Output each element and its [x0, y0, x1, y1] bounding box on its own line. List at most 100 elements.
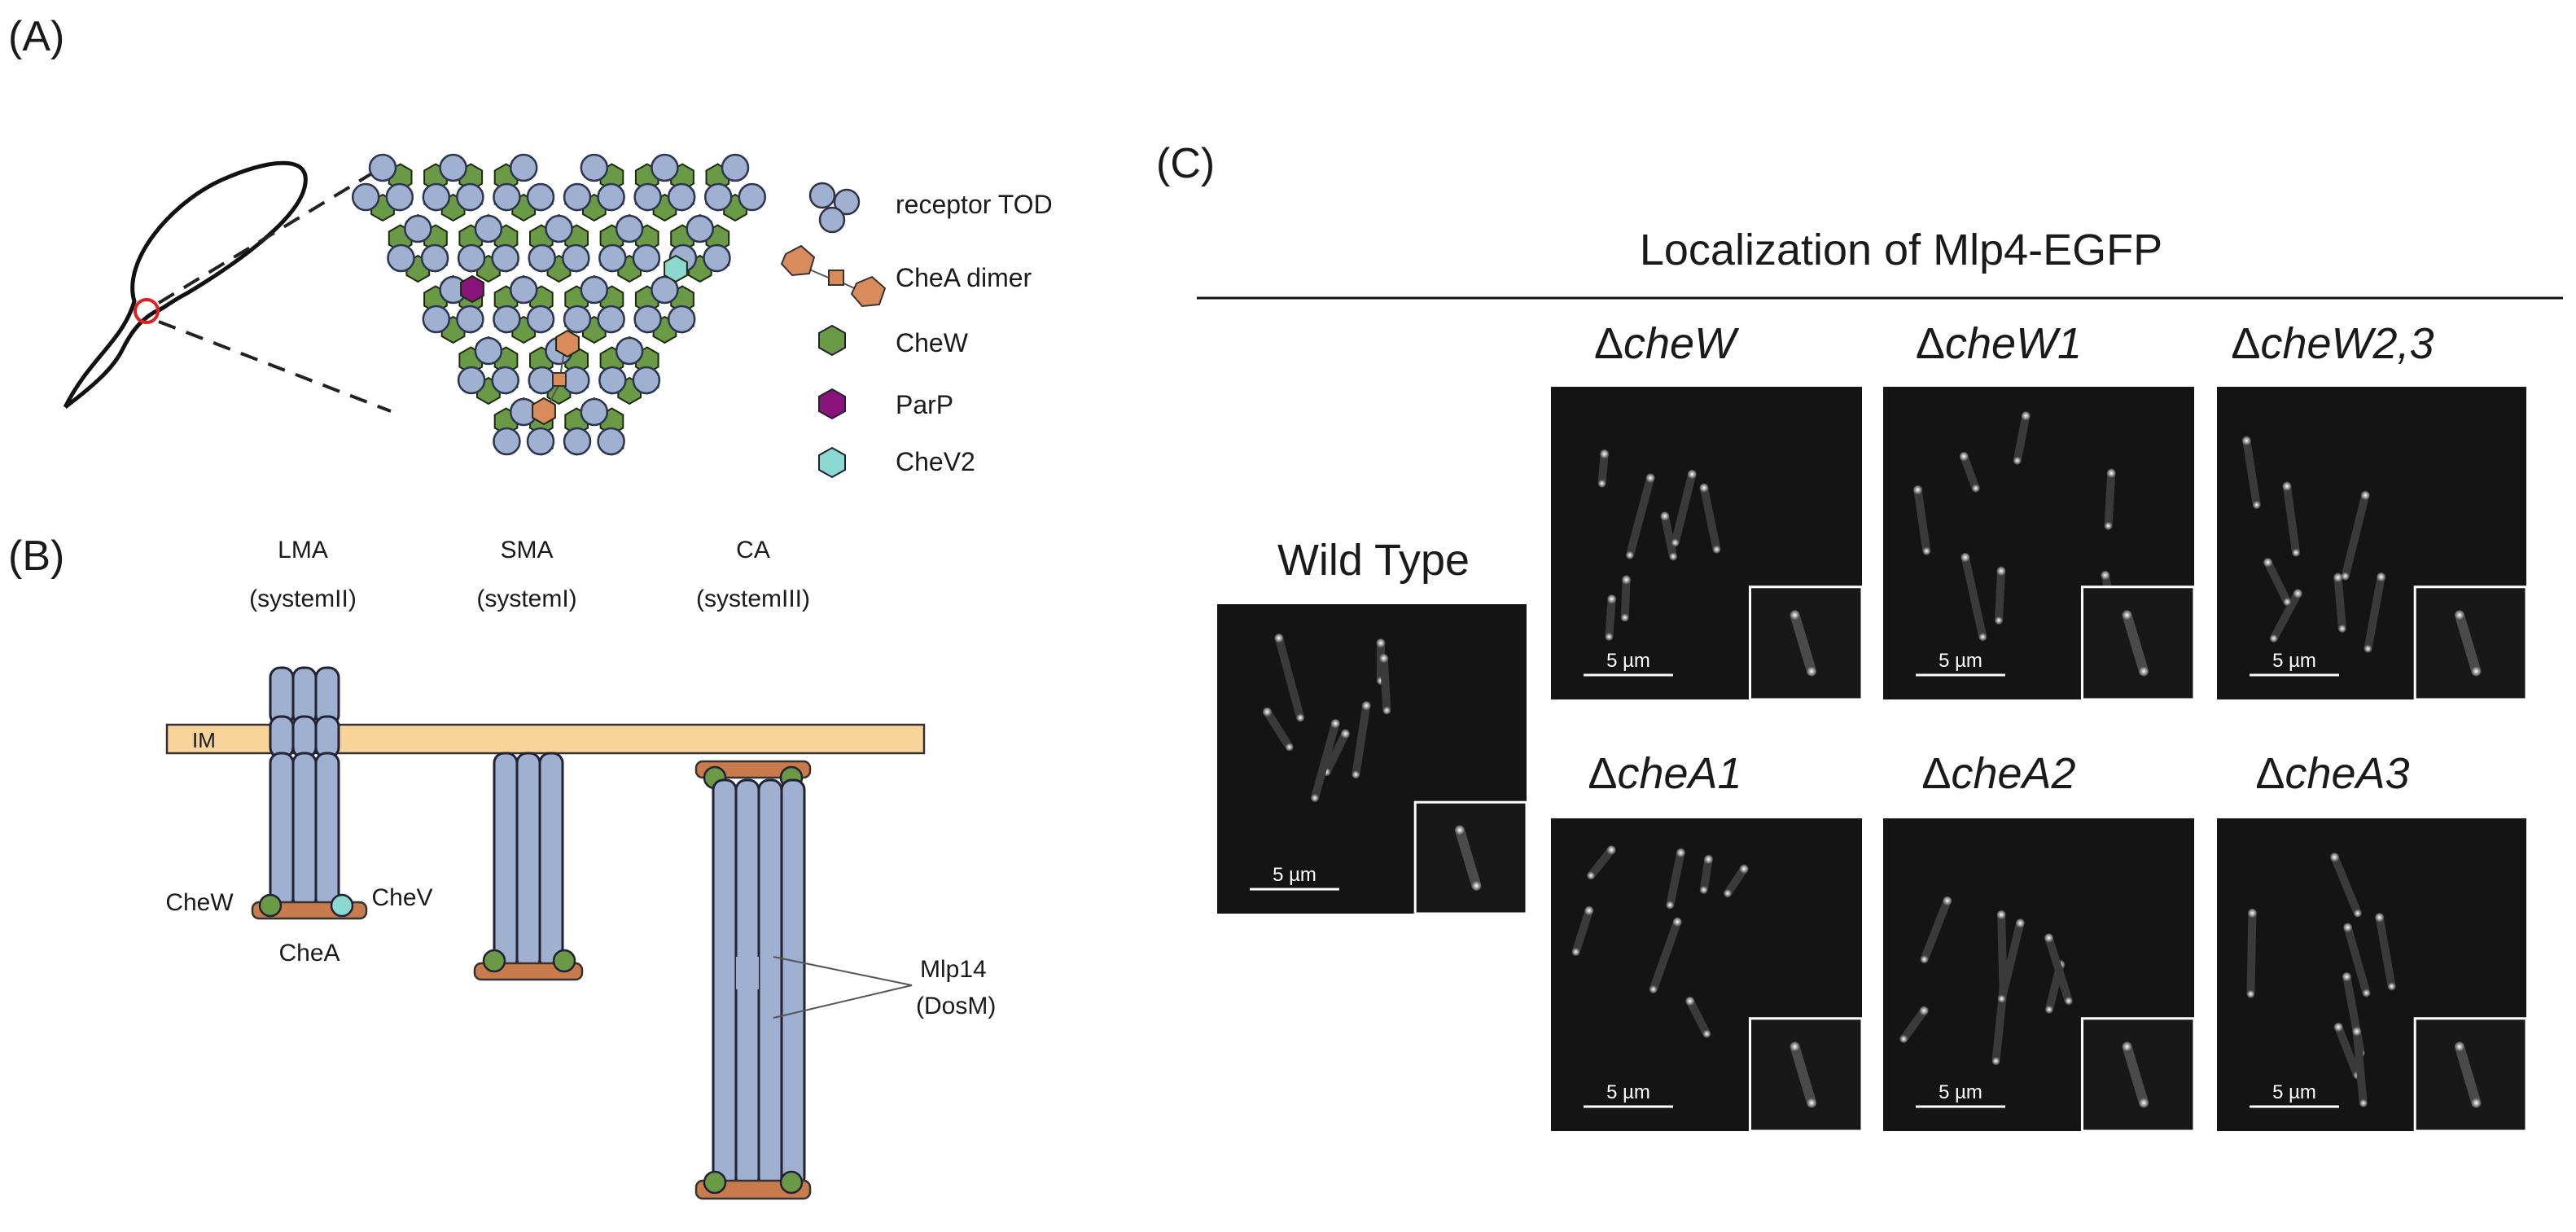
lma-chev-dot — [330, 893, 354, 918]
fluorescent-spot — [1699, 885, 1708, 894]
fluorescent-spot — [1621, 574, 1632, 585]
fluorescent-spot — [2374, 912, 2385, 923]
chemoreceptor-lattice — [351, 153, 767, 456]
fluorescent-spot — [1606, 844, 1617, 855]
fluorescent-spot — [1669, 552, 1678, 561]
receptor-circle — [633, 182, 662, 212]
delta-symbol: Δ — [2231, 319, 2260, 368]
cell — [1723, 864, 1749, 898]
delta-symbol: Δ — [1916, 319, 1945, 368]
fluorescent-spot — [1571, 947, 1580, 956]
receptor-circle — [509, 153, 538, 182]
cell — [2269, 589, 2302, 642]
micrograph-chew2-3: 5 µm — [2217, 387, 2528, 701]
fluorescent-spot — [1382, 706, 1391, 715]
fluorescent-spot — [1649, 984, 1658, 993]
mutant-label: ΔcheW2,3 — [2231, 319, 2434, 368]
receptor-circle — [580, 275, 609, 305]
fluorescent-spot — [1361, 700, 1372, 711]
fluorescent-spot — [2044, 1005, 2053, 1014]
fluorescent-spot — [1723, 889, 1732, 898]
fluorescent-spot — [2247, 908, 2258, 919]
inset-cell — [2122, 1041, 2149, 1108]
ca-receptor-array — [712, 778, 806, 1189]
cell — [2375, 913, 2396, 991]
fluorescent-spot — [1919, 1006, 1930, 1016]
legend-receptor-tod: receptor TOD — [896, 190, 1053, 219]
cell — [2242, 436, 2261, 509]
receptor-circle — [597, 182, 625, 212]
scale-bar-label: 5 µm — [2272, 650, 2316, 672]
inset-cell — [2122, 610, 2149, 677]
chev2-legend-hexagon-icon — [818, 446, 846, 479]
mlp14-pointer-lines — [773, 956, 913, 1019]
panel-b-label: (B) — [8, 533, 64, 580]
receptor-circle — [509, 275, 538, 305]
fluorescent-spot — [2106, 468, 2117, 479]
receptor-circle — [526, 427, 555, 456]
cell — [1671, 470, 1697, 547]
fluorescent-spot — [1687, 469, 1698, 480]
inset-cell — [2454, 610, 2482, 677]
cell — [1666, 848, 1685, 910]
scale-bar-label: 5 µm — [1606, 1081, 1650, 1103]
sma-chew-dot-left — [482, 949, 506, 973]
legend-chev2: CheV2 — [896, 447, 975, 476]
delta-symbol: Δ — [2255, 749, 2285, 798]
inset-spot — [1454, 825, 1465, 835]
gene-name: cheA3 — [2285, 749, 2409, 798]
fluorescent-spot — [1645, 472, 1656, 483]
chew-label: CheW — [165, 889, 234, 916]
fluorescent-spot — [1920, 955, 1929, 964]
ca-lower-chew-right — [779, 1170, 804, 1195]
inset-spot — [2122, 610, 2132, 620]
receptor-circle — [385, 182, 414, 212]
receptor-circle — [526, 182, 555, 212]
zoom-line-bottom — [158, 320, 392, 413]
fluorescent-spot — [2342, 922, 2353, 932]
fluorescent-spot — [2281, 481, 2292, 492]
fluorescent-spot — [2064, 997, 2073, 1006]
fluorescent-spot — [1620, 613, 1629, 622]
fluorescent-spot — [1712, 545, 1721, 554]
membrane-label: IM — [192, 728, 216, 752]
scale-bar-label: 5 µm — [1273, 864, 1316, 886]
receptor-circle — [632, 243, 661, 273]
fluorescent-spot — [1996, 910, 2007, 920]
parp-legend-hexagon-icon — [818, 388, 846, 420]
micrograph-chew1: 5 µm — [1883, 387, 2196, 701]
chea-dimer-icon — [780, 244, 887, 308]
delta-symbol: Δ — [1594, 319, 1623, 368]
gene-name: cheW1 — [1945, 319, 2082, 368]
panel-a: (A) receptor TOD CheA dimer — [8, 13, 1053, 479]
fluorescent-spot — [1899, 1034, 1908, 1043]
receptor-circle — [686, 214, 714, 243]
gene-name: cheA1 — [1617, 749, 1741, 798]
cell — [1960, 452, 1980, 493]
chea-square — [552, 372, 567, 387]
lma-receptor-array — [269, 666, 340, 726]
cell — [1597, 449, 1609, 488]
receptor-circle — [738, 182, 767, 212]
fluorescent-spot — [1698, 483, 1709, 493]
inset-cell — [1454, 825, 1482, 891]
receptor-circle — [422, 182, 451, 212]
receptor-tod-icon — [808, 182, 861, 234]
panel-a-label: (A) — [8, 13, 64, 60]
receptor-circle — [545, 214, 573, 243]
receptor-circle — [457, 243, 486, 273]
parp-hexagon — [460, 274, 484, 304]
receptor-circle — [528, 243, 556, 273]
receptor-circle — [651, 153, 679, 182]
receptor-circle — [457, 366, 486, 395]
receptor-circle — [404, 214, 432, 243]
cell — [1997, 919, 2025, 1003]
fluorescent-spot — [2341, 572, 2350, 581]
fluorescent-spot — [2015, 918, 2026, 928]
fluorescent-spot — [1959, 451, 1969, 462]
chew-legend-hexagon-icon — [818, 324, 846, 357]
cell — [2044, 933, 2073, 1006]
lma-label: LMA — [278, 537, 328, 563]
legend-parp: ParP — [896, 390, 953, 419]
cell — [1605, 594, 1616, 641]
